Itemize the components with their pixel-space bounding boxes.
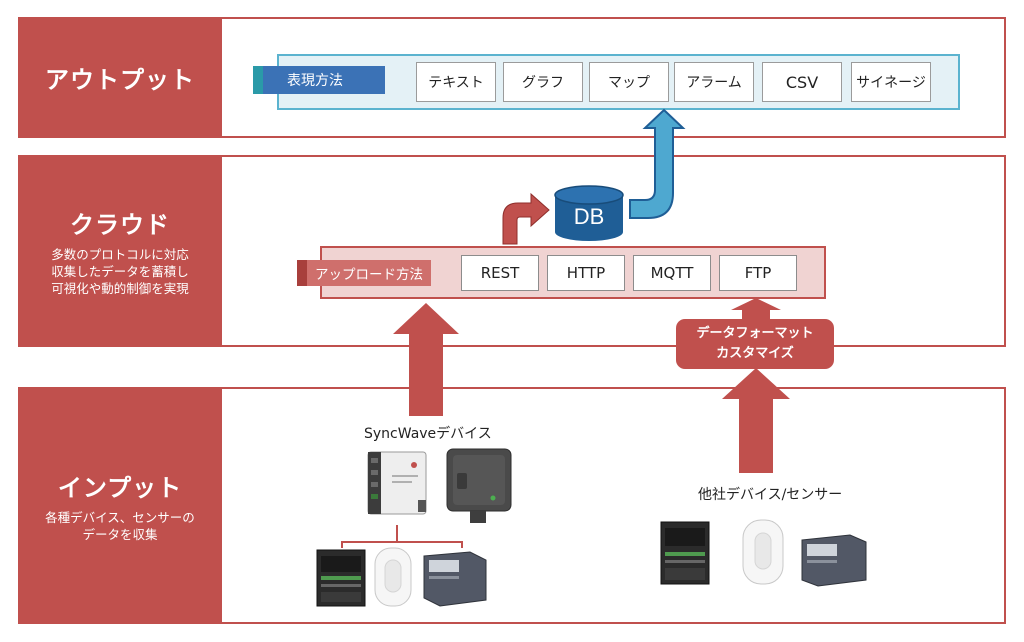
- input-desc-line: 各種デバイス、センサーの: [45, 510, 195, 525]
- output-method-map: マップ: [589, 62, 669, 102]
- output-method-alarm-label: アラーム: [686, 75, 742, 91]
- database-label: DB: [574, 204, 605, 229]
- output-method-tag-label: 表現方法: [287, 73, 343, 89]
- protocol-mqtt-label: MQTT: [650, 264, 694, 282]
- other-device-arrow: [722, 368, 790, 473]
- output-method-tag: 表現方法: [253, 66, 385, 94]
- output-tag-notch: [253, 66, 263, 94]
- syncwave-inverter-device: [423, 551, 487, 607]
- syncwave-device-label: SyncWaveデバイス: [364, 426, 492, 442]
- cloud-desc-line: 多数のプロトコルに対応: [51, 247, 189, 262]
- other-inverter-device: [801, 534, 867, 587]
- output-method-text: テキスト: [416, 62, 496, 102]
- syncwave-controller-device: [316, 549, 366, 607]
- other-sensor-device: [742, 519, 784, 585]
- input-title: インプット: [57, 474, 183, 502]
- protocol-http-label: HTTP: [566, 264, 606, 282]
- output-side-panel: アウトプット: [18, 17, 222, 138]
- syncwave-sensor-device: [374, 547, 412, 607]
- output-method-signage: サイネージ: [851, 62, 931, 102]
- device-connector-lines: [341, 525, 463, 548]
- input-description: 各種デバイス、センサーの データを収集: [45, 509, 195, 543]
- other-device-label: 他社デバイス/センサー: [698, 487, 843, 503]
- protocol-ftp: FTP: [719, 255, 797, 291]
- cloud-description: 多数のプロトコルに対応 収集したデータを蓄積し 可視化や動的制御を実現: [51, 246, 189, 297]
- output-method-map-label: マップ: [608, 75, 650, 91]
- output-method-alarm: アラーム: [674, 62, 754, 102]
- output-method-graph: グラフ: [503, 62, 583, 102]
- output-method-graph-label: グラフ: [522, 75, 564, 91]
- input-desc-line: データを収集: [82, 527, 158, 542]
- cloud-desc-line: 可視化や動的制御を実現: [51, 281, 189, 296]
- database-icon: DB: [554, 185, 624, 241]
- cloud-side-panel: クラウド 多数のプロトコルに対応 収集したデータを蓄積し 可視化や動的制御を実現: [18, 155, 222, 347]
- format-customize-box: データフォーマット カスタマイズ: [676, 319, 834, 369]
- output-method-csv-label: CSV: [785, 72, 819, 92]
- protocol-mqtt: MQTT: [633, 255, 711, 291]
- protocol-http: HTTP: [547, 255, 625, 291]
- protocol-rest: REST: [461, 255, 539, 291]
- upload-method-tag-label: アップロード方法: [315, 267, 423, 283]
- cloud-desc-line: 収集したデータを蓄積し: [51, 264, 189, 279]
- protocol-rest-label: REST: [480, 264, 520, 282]
- db-output-arrow: [629, 108, 686, 219]
- syncwave-gateway-device: [367, 451, 427, 515]
- format-box-line: カスタマイズ: [716, 346, 794, 361]
- other-controller-device: [660, 521, 710, 585]
- format-box-line: データフォーマット: [696, 326, 814, 341]
- upload-db-arrow: [502, 192, 550, 245]
- syncwave-box-device: [446, 448, 512, 523]
- upload-method-tag: アップロード方法: [297, 260, 431, 286]
- format-upload-arrow: [731, 298, 781, 320]
- input-side-panel: インプット 各種デバイス、センサーの データを収集: [18, 387, 222, 624]
- output-title: アウトプット: [45, 66, 195, 94]
- output-method-signage-label: サイネージ: [856, 75, 926, 91]
- output-method-text-label: テキスト: [428, 75, 484, 91]
- output-method-csv: CSV: [762, 62, 842, 102]
- protocol-ftp-label: FTP: [744, 264, 772, 282]
- syncwave-upload-arrow: [393, 303, 459, 416]
- upload-tag-notch: [297, 260, 307, 286]
- cloud-title: クラウド: [70, 211, 170, 239]
